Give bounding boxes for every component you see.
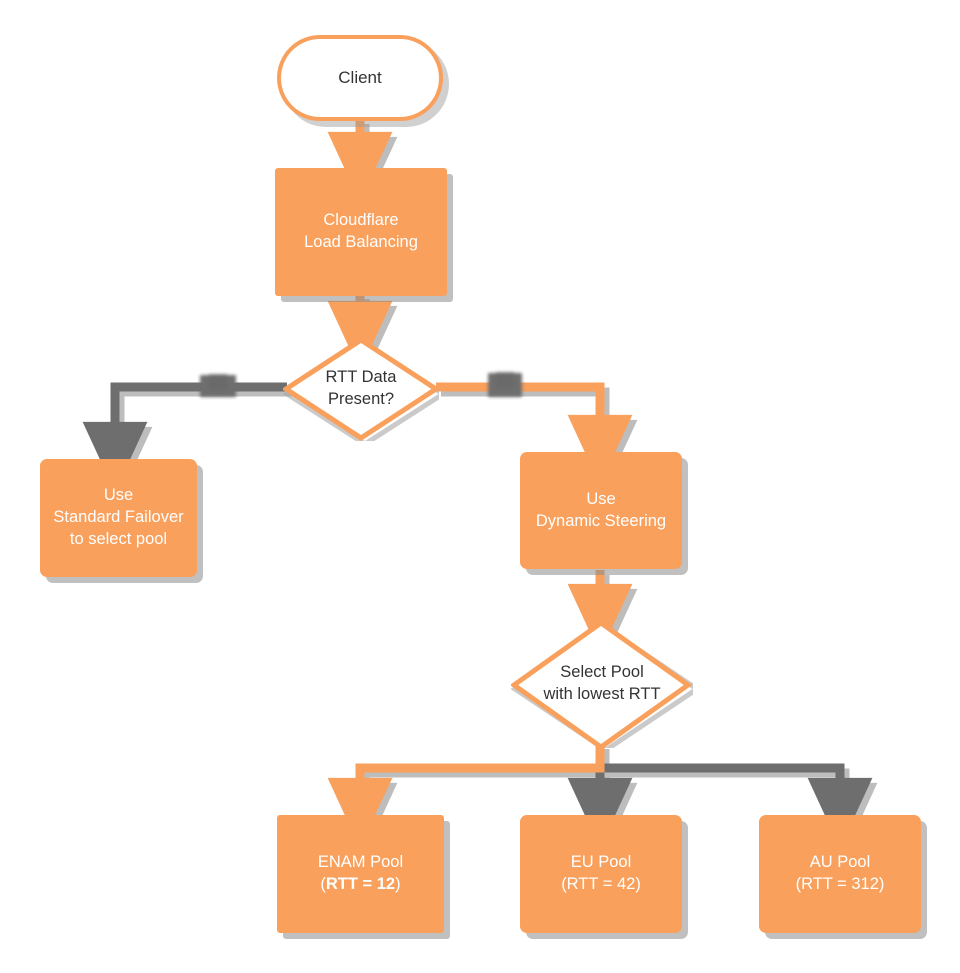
node-line-1: Use bbox=[586, 489, 616, 508]
node-rtt-open-paren: ( bbox=[320, 875, 326, 893]
node-line-2: Dynamic Steering bbox=[535, 511, 667, 530]
edge-selectpool-to-enam bbox=[327, 744, 605, 849]
node-client-label: Client bbox=[338, 67, 382, 87]
node-au-pool[interactable]: AU Pool (RTT = 312) bbox=[759, 815, 921, 933]
edge-selectpool-to-au bbox=[600, 763, 873, 849]
node-dynamic-steering[interactable]: Use Dynamic Steering bbox=[520, 452, 682, 569]
node-rtt-data-present[interactable]: RTT Data Present? bbox=[283, 337, 439, 441]
diamond-shape bbox=[511, 620, 693, 748]
edge-label-text: ██ bbox=[495, 372, 515, 387]
node-enam-pool-label: ENAM Pool (RTT = 12) bbox=[277, 852, 444, 896]
node-line-2: Present? bbox=[327, 390, 395, 408]
node-au-pool-label: AU Pool (RTT = 312) bbox=[759, 852, 921, 896]
edge-label-rtt-no: ██ bbox=[200, 374, 236, 397]
node-standard-failover[interactable]: Use Standard Failover to select pool bbox=[40, 459, 197, 577]
node-select-pool-lowest-rtt-label: Select Pool with lowest RTT bbox=[511, 662, 693, 706]
node-line-1: Select Pool bbox=[560, 663, 644, 682]
node-line-1: EU Pool bbox=[570, 853, 632, 872]
node-line-1: Use bbox=[103, 486, 134, 505]
node-line-1: AU Pool bbox=[809, 853, 871, 872]
node-line-2: Standard Failover bbox=[53, 508, 184, 527]
node-rtt-value: RTT = 12 bbox=[325, 875, 396, 893]
node-eu-pool[interactable]: EU Pool (RTT = 42) bbox=[520, 815, 682, 933]
node-line-1: RTT Data bbox=[325, 368, 397, 387]
node-line-2: (RTT = 312) bbox=[795, 875, 885, 893]
node-select-pool-lowest-rtt[interactable]: Select Pool with lowest RTT bbox=[511, 620, 693, 748]
node-line-2: with lowest RTT bbox=[543, 685, 661, 703]
node-enam-pool[interactable]: ENAM Pool (RTT = 12) bbox=[277, 815, 444, 933]
node-line-3: to select pool bbox=[69, 529, 168, 548]
node-rtt-close-paren: ) bbox=[395, 875, 401, 893]
node-eu-pool-label: EU Pool (RTT = 42) bbox=[520, 852, 682, 896]
node-cloudflare-load-balancing-label: Cloudflare Load Balancing bbox=[275, 210, 447, 254]
node-rtt-data-present-label: RTT Data Present? bbox=[283, 367, 439, 411]
edge-rtt-to-failover bbox=[82, 382, 287, 493]
diamond-shape bbox=[283, 337, 439, 441]
node-client[interactable]: Client bbox=[277, 35, 443, 121]
edge-label-rtt-yes: ██ bbox=[488, 372, 522, 397]
node-line-2: Load Balancing bbox=[304, 233, 418, 251]
node-dynamic-steering-label: Use Dynamic Steering bbox=[520, 489, 682, 533]
node-line-1: ENAM Pool bbox=[317, 853, 404, 872]
node-line-1: Cloudflare bbox=[323, 211, 399, 230]
node-cloudflare-load-balancing[interactable]: Cloudflare Load Balancing bbox=[275, 168, 447, 296]
node-standard-failover-label: Use Standard Failover to select pool bbox=[40, 485, 197, 550]
edge-label-text: ██ bbox=[208, 374, 228, 389]
node-line-2: (RTT = 42) bbox=[561, 875, 641, 893]
